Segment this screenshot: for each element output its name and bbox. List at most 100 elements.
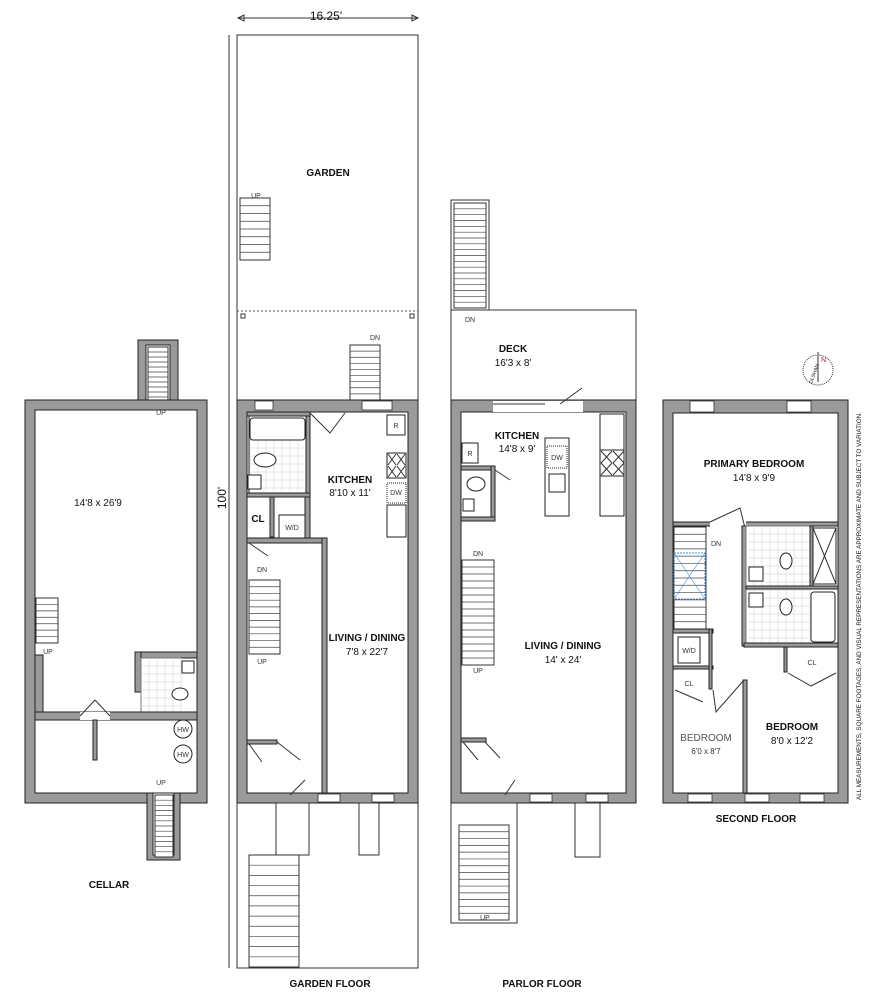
cellar-cross-wall xyxy=(34,711,198,721)
wall xyxy=(304,496,311,543)
parlor-floor-plan: DN DECK 16'3 x 8' KITCHEN 14'8 x 9' R DW… xyxy=(450,199,637,990)
areaway xyxy=(574,802,601,858)
wd-label: W/D xyxy=(285,525,299,532)
closet-door xyxy=(674,689,704,703)
refrigerator xyxy=(386,414,406,436)
door-swings xyxy=(248,741,306,796)
window xyxy=(371,793,395,803)
garden-front-stair xyxy=(248,854,300,968)
areaway xyxy=(358,802,380,856)
deck-label: DECK xyxy=(499,344,528,355)
wall xyxy=(672,665,714,670)
wall xyxy=(672,521,839,527)
window xyxy=(529,793,553,803)
stair-hall-wall xyxy=(321,537,328,794)
wall xyxy=(460,516,496,522)
kitchen-dim: 8'10 x 11' xyxy=(329,488,371,499)
window xyxy=(689,400,715,413)
rear-door-swing xyxy=(309,412,346,434)
parlor-interior-stair xyxy=(461,559,495,666)
window xyxy=(687,793,713,803)
stoop xyxy=(450,802,518,924)
garden-label: GARDEN xyxy=(306,168,349,179)
kitchen-label: KITCHEN xyxy=(328,475,372,486)
stair-outline xyxy=(248,579,281,655)
door-swing xyxy=(494,469,511,481)
sink xyxy=(462,498,475,512)
fridge-label: R xyxy=(393,423,398,430)
cellar-interior-stair xyxy=(35,597,59,644)
window xyxy=(317,793,341,803)
cellar-bath-wall xyxy=(134,651,142,693)
wall xyxy=(741,525,747,647)
skylight xyxy=(673,552,706,600)
under-stoop-area xyxy=(275,802,310,856)
cellar-door-swing xyxy=(79,699,111,717)
deck-dim: 16'3 x 8' xyxy=(495,358,532,369)
dishwasher xyxy=(546,445,568,469)
stair-dn-label: DN xyxy=(257,567,267,574)
deck-stair xyxy=(453,202,487,309)
wall xyxy=(708,628,713,690)
wall xyxy=(745,585,839,590)
dimension-arrows xyxy=(236,14,420,22)
post xyxy=(409,313,415,319)
cellar-utility-room xyxy=(34,719,198,794)
sink xyxy=(247,474,262,490)
hall-opening xyxy=(710,520,746,528)
second-interior-stair xyxy=(673,526,707,630)
dw-label: DW xyxy=(551,455,563,462)
cellar-rear-stair xyxy=(147,346,169,408)
door-swing xyxy=(559,387,583,405)
washer-dryer xyxy=(677,636,701,664)
toilet xyxy=(779,598,793,616)
bedroom-dim: 8'0 x 12'2 xyxy=(771,736,814,747)
cellar-bath-wall xyxy=(134,651,198,659)
second-floor-title: SECOND FLOOR xyxy=(716,814,797,825)
garden-floor-title: GARDEN FLOOR xyxy=(289,979,371,990)
cellar-toilet xyxy=(171,687,189,701)
living-label: LIVING / DINING xyxy=(525,641,602,652)
cellar-sink xyxy=(181,660,195,674)
stair-up-label: UP xyxy=(257,659,267,666)
primary-bedroom-label: PRIMARY BEDROOM xyxy=(704,459,805,470)
dw-label: DW xyxy=(390,490,402,497)
small-bedroom-dim: 6'0 x 8'7 xyxy=(691,747,721,756)
wd-label: W/D xyxy=(682,648,696,655)
compass-north: N xyxy=(821,357,826,364)
cellar-wall-jog xyxy=(34,654,44,713)
compass: N OLSHAN xyxy=(802,352,834,386)
toilet xyxy=(466,476,486,492)
second-floor-plan: N OLSHAN PRIMARY BEDROOM 14'8 x 9'9 DN xyxy=(662,352,849,825)
window xyxy=(786,400,812,413)
cellar-plan: HW HW 14'8 x 26'9 UP UP UP CELLAR xyxy=(24,339,208,891)
rear-opening xyxy=(493,401,583,412)
wall xyxy=(743,642,839,648)
garden-yard-stair xyxy=(239,197,271,261)
cellar-doorway xyxy=(80,712,110,720)
deck-dn-label: DN xyxy=(465,317,475,324)
post xyxy=(240,313,246,319)
door-swing xyxy=(709,507,746,529)
wall xyxy=(246,492,311,498)
cooktop-burners xyxy=(600,450,625,476)
wall xyxy=(783,646,788,673)
sink xyxy=(748,592,764,608)
stair-outline xyxy=(248,854,300,968)
shower-x xyxy=(812,527,837,585)
door-swing xyxy=(712,679,745,714)
hw-label: HW xyxy=(177,727,189,734)
parlor-floor-title: PARLOR FLOOR xyxy=(502,979,582,990)
kitchen-sink-counter xyxy=(386,504,407,538)
stoop-up-label: UP xyxy=(480,915,490,922)
lot-depth-label: 100' xyxy=(215,487,229,509)
stair-up-label: UP xyxy=(156,410,166,417)
primary-bedroom-dim: 14'8 x 9'9 xyxy=(733,473,776,484)
fridge-label: R xyxy=(467,451,472,458)
bedroom-divider xyxy=(742,679,748,794)
cellar-partition xyxy=(92,719,98,761)
bathtub xyxy=(249,417,306,441)
living-dim: 14' x 24' xyxy=(545,655,582,666)
window xyxy=(254,400,274,411)
vestibule-wall xyxy=(246,739,278,745)
